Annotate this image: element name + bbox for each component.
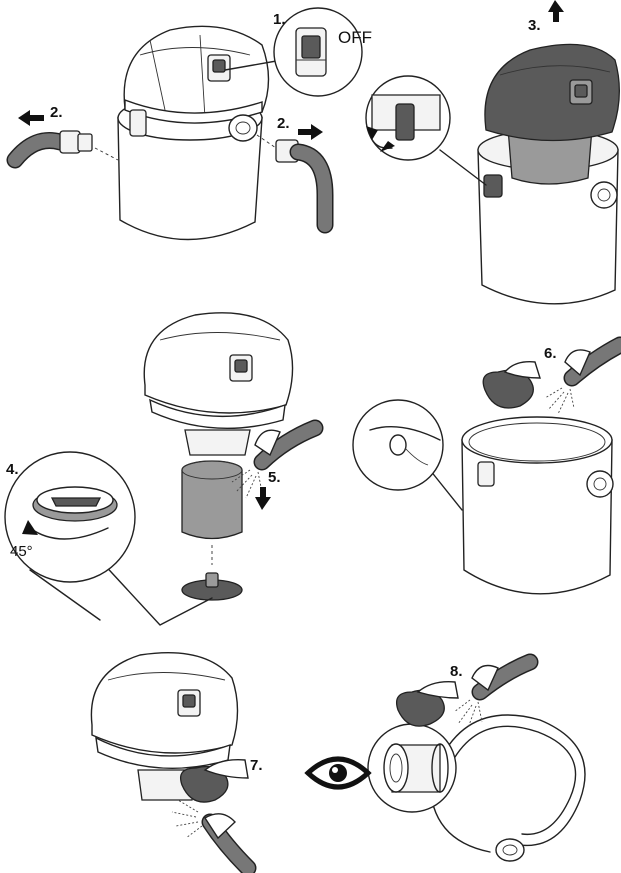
cartridge-filter	[182, 461, 242, 565]
panel-switch-off-detach-hose: 1. OFF 2. 2.	[15, 8, 372, 240]
angle-label: 45°	[10, 543, 33, 560]
detached-hose-right	[257, 135, 325, 225]
cleaning-cloth	[483, 362, 540, 408]
step-3-label: 3.	[528, 17, 541, 34]
hose-inlet	[591, 182, 617, 208]
step-2b-label: 2.	[277, 115, 290, 132]
step-5-label: 5.	[268, 469, 281, 486]
vacuum-head	[124, 26, 268, 123]
latch-clip	[484, 175, 502, 197]
twist-zoom-callout	[5, 452, 212, 625]
vacuum-container-open	[462, 417, 613, 594]
arrow-down-icon	[255, 487, 271, 510]
panel-rinse-container: 6.	[353, 345, 620, 594]
hose-zoom-callout	[368, 724, 456, 812]
vacuum-head-lifted	[485, 44, 619, 140]
container-zoom-callout	[353, 400, 462, 510]
rinsing-hose	[454, 662, 530, 728]
step-8-label: 8.	[450, 663, 463, 680]
panel-wipe-head: 7.	[91, 653, 262, 868]
latch-zoom-callout	[366, 76, 486, 185]
coiled-hose	[430, 715, 585, 861]
detached-hose-left	[15, 131, 118, 160]
eye-icon	[308, 759, 368, 787]
arrow-right-icon	[298, 124, 323, 140]
cleaning-cloth	[397, 682, 458, 726]
panel-unlatch-lift-head: 3.	[366, 0, 619, 304]
step-4-label: 4.	[6, 461, 19, 478]
vacuum-container	[478, 128, 618, 304]
step-2a-label: 2.	[50, 104, 63, 121]
arrow-left-icon	[18, 110, 44, 126]
filter-retaining-plate	[182, 573, 242, 600]
off-label: OFF	[338, 28, 372, 47]
step-7-label: 7.	[250, 757, 263, 774]
step-6-label: 6.	[544, 345, 557, 362]
latch-clip	[130, 110, 146, 136]
panel-clean-hose: 8.	[308, 662, 585, 861]
arrow-up-icon	[548, 0, 564, 22]
rinsing-hose	[172, 800, 248, 868]
hose-inlet	[229, 115, 257, 141]
step-1-label: 1.	[273, 11, 286, 28]
panel-remove-rinse-filter: 5. 4. 45°	[5, 313, 315, 625]
hose-end-cuff	[496, 839, 524, 861]
